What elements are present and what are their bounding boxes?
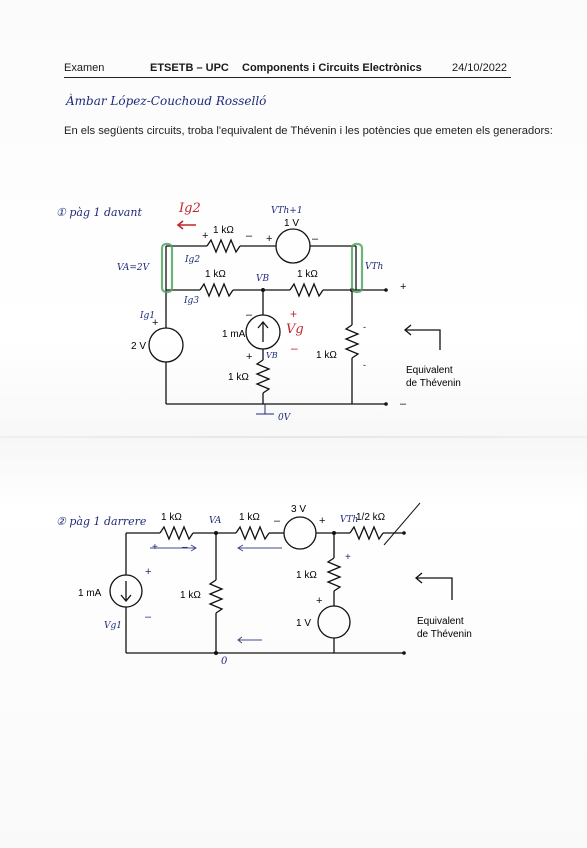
svg-text:+: + bbox=[345, 552, 351, 563]
label-r-top-left-2: 1 kΩ bbox=[161, 512, 182, 523]
svg-text:+: + bbox=[202, 230, 208, 242]
label-r-mid-right: 1 kΩ bbox=[297, 269, 318, 280]
svg-text:+: + bbox=[152, 542, 158, 553]
header-date: 24/10/2022 bbox=[452, 62, 508, 74]
label-v-source-2: 1 V bbox=[296, 618, 311, 629]
header-school: ETSETB – UPC bbox=[150, 62, 229, 74]
ann-vb: VB bbox=[256, 274, 269, 284]
resistor-mid-right bbox=[289, 282, 324, 298]
instruction-text: En els següents circuits, troba l'equiva… bbox=[64, 125, 553, 137]
note-circuit-1: ① pàg 1 davant bbox=[56, 206, 142, 219]
svg-text:–: – bbox=[291, 341, 298, 355]
ann-vth-plus-1: VTh+1 bbox=[271, 206, 303, 216]
resistor-top-mid-2 bbox=[235, 525, 270, 541]
svg-text:-: - bbox=[363, 322, 366, 332]
svg-text:–: – bbox=[145, 611, 152, 623]
svg-text:–: – bbox=[400, 398, 407, 410]
svg-text:–: – bbox=[182, 542, 188, 553]
paper-fold bbox=[0, 436, 587, 438]
header-exam: Examen bbox=[64, 62, 105, 74]
ann-zero-v: 0V bbox=[278, 413, 292, 423]
ann-va-2: VA bbox=[209, 516, 222, 526]
label-r-mid-left: 1 kΩ bbox=[205, 269, 226, 280]
label-v-source: 2 V bbox=[131, 341, 146, 352]
svg-text:-: - bbox=[363, 360, 366, 370]
resistor-top-left-2 bbox=[159, 525, 194, 541]
resistor-mid-left bbox=[199, 282, 234, 298]
ann-ig3: Ig3 bbox=[183, 296, 199, 306]
header-underline bbox=[64, 77, 511, 78]
label-r-top-right-2: 1/2 kΩ bbox=[356, 512, 386, 523]
label-r-mid-2: 1 kΩ bbox=[180, 590, 201, 601]
svg-text:–: – bbox=[246, 309, 253, 321]
ann-vg-2: Vg1 bbox=[104, 621, 122, 631]
resistor-top-1 bbox=[206, 238, 241, 254]
label-r-right: 1 kΩ bbox=[316, 350, 337, 361]
ann-zero-2: 0 bbox=[221, 656, 228, 667]
resistor-right-2 bbox=[326, 557, 342, 592]
label-r-bottom: 1 kΩ bbox=[228, 372, 249, 383]
label-r-right-2: 1 kΩ bbox=[296, 570, 317, 581]
resistor-bottom bbox=[255, 359, 271, 394]
svg-text:–: – bbox=[312, 233, 319, 245]
ann-vb2: VB bbox=[266, 351, 278, 360]
label-i-source: 1 mA bbox=[222, 329, 246, 340]
resistor-mid-2 bbox=[208, 579, 224, 614]
svg-text:+: + bbox=[145, 566, 151, 578]
ann-ig2: Ig2 bbox=[178, 201, 201, 216]
ann-vth-2: VTh bbox=[340, 515, 358, 525]
ann-vth: VTh bbox=[365, 262, 383, 272]
svg-text:–: – bbox=[274, 515, 281, 527]
svg-text:+: + bbox=[319, 515, 325, 527]
svg-text:+: + bbox=[316, 595, 322, 607]
svg-text:+: + bbox=[290, 307, 297, 321]
label-r-top-mid-2: 1 kΩ bbox=[239, 512, 260, 523]
label-r-top: 1 kΩ bbox=[213, 225, 234, 236]
ann-va: VA=2V bbox=[117, 263, 151, 273]
label-v-top: 1 V bbox=[284, 218, 299, 229]
ann-ig1: Ig1 bbox=[139, 311, 155, 321]
label-i-source-2: 1 mA bbox=[78, 588, 102, 599]
note-circuit-2: ② pàg 1 darrere bbox=[56, 515, 147, 528]
ann-vg: Vg bbox=[286, 322, 304, 337]
resistor-right bbox=[344, 324, 360, 359]
svg-text:+: + bbox=[152, 317, 158, 329]
label-equivalent-2: Equivalent bbox=[417, 616, 464, 627]
voltage-source-3v bbox=[283, 516, 317, 550]
svg-text:+: + bbox=[266, 233, 272, 245]
svg-text:–: – bbox=[246, 230, 253, 242]
header-course: Components i Circuits Electrònics bbox=[242, 62, 422, 74]
label-thevenin-2: de Thévenin bbox=[417, 629, 472, 640]
svg-text:+: + bbox=[246, 351, 252, 363]
svg-text:+: + bbox=[400, 281, 406, 293]
resistor-top-right-2 bbox=[349, 525, 384, 541]
label-v-top-2: 3 V bbox=[291, 504, 306, 515]
handwritten-student-name: Àmbar López-Couchoud Rosselló bbox=[66, 94, 267, 108]
voltage-source-1v-2 bbox=[317, 605, 351, 639]
label-equivalent-1: Equivalent bbox=[406, 365, 453, 376]
label-thevenin-1: de Thévenin bbox=[406, 378, 461, 389]
ann-ig2-small: Ig2 bbox=[184, 255, 200, 265]
